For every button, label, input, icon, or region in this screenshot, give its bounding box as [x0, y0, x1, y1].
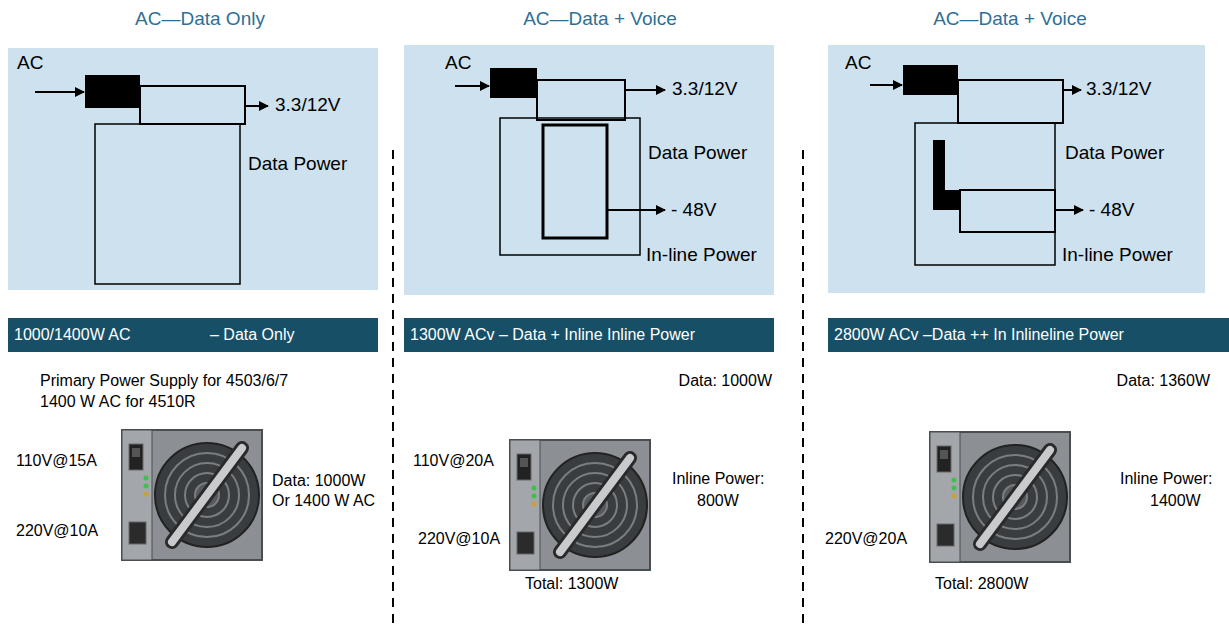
output-arrow: [607, 209, 665, 211]
panel-label: AC: [17, 52, 43, 74]
power-supply-picture: [930, 432, 1070, 562]
panel-ground: [828, 45, 1205, 293]
converter-box: [537, 80, 625, 120]
band-text: 2800W ACv –Data ++ In Inlineline Power: [834, 326, 1124, 344]
ac-inlet-block: [85, 75, 140, 108]
inline-converter-box: [543, 125, 607, 238]
model-band: 1000/1400W AC – Data Only: [8, 318, 378, 352]
panel-label: AC: [445, 52, 471, 74]
power-outline: [915, 123, 1055, 265]
input-arrow: [870, 84, 902, 86]
input-rating: 220V@10A: [16, 522, 98, 540]
inline-converter-box: [960, 190, 1055, 232]
output-rating: Data: 1360W: [1117, 372, 1210, 390]
output-arrow: [625, 89, 665, 91]
column-heading: AC—Data Only: [135, 8, 265, 30]
output-rating: Inline Power:: [672, 470, 765, 488]
ac-inlet-block: [490, 68, 537, 98]
input-rating: 110V@20A: [413, 452, 494, 470]
note-text: Primary Power Supply for 4503/6/7: [40, 372, 288, 390]
data-power-outline: [95, 124, 240, 284]
voltage-label: - 48V: [1089, 199, 1134, 221]
converter-box: [140, 86, 245, 124]
band-text: – Data Only: [210, 326, 294, 344]
output-rating: Data: 1000W: [272, 472, 365, 490]
output-arrow: [1063, 89, 1081, 91]
ac-inlet-block: [903, 65, 958, 95]
input-arrow: [455, 85, 489, 87]
column-heading: AC—Data + Voice: [523, 8, 677, 30]
power-supply-picture: [122, 430, 262, 560]
voltage-label: 3.3/12V: [1086, 78, 1152, 100]
output-rating: 800W: [697, 492, 739, 510]
part-label: In-line Power: [646, 244, 757, 266]
total-rating: Total: 2800W: [935, 575, 1028, 593]
power-supply-picture: [510, 440, 650, 570]
total-rating: Total: 1300W: [525, 575, 618, 593]
column-separator: [392, 150, 394, 624]
input-arrow: [35, 91, 84, 93]
panel-ground: [404, 45, 774, 295]
column-heading: AC—Data + Voice: [933, 8, 1087, 30]
output-rating: Inline Power:: [1120, 470, 1213, 488]
column-separator: [802, 150, 804, 624]
output-rating: 1400W: [1150, 492, 1201, 510]
input-rating: 220V@10A: [418, 530, 500, 548]
voltage-label: 3.3/12V: [672, 78, 738, 100]
model-band: 1300W ACv – Data + Inline Inline Power: [404, 318, 774, 352]
part-label: Data Power: [1065, 142, 1164, 164]
band-text: 1300W ACv – Data + Inline Inline Power: [410, 326, 695, 344]
note-text: 1400 W AC for 4510R: [40, 393, 196, 411]
model-band: 2800W ACv –Data ++ In Inlineline Power: [828, 318, 1229, 352]
part-label: In-line Power: [1062, 244, 1173, 266]
part-label: Data Power: [648, 142, 747, 164]
panel-ground: [8, 48, 378, 290]
power-outline: [500, 118, 640, 255]
converter-box: [958, 80, 1063, 123]
part-label: Data Power: [248, 153, 347, 175]
output-rating: Or 1400 W AC: [272, 492, 375, 510]
input-rating: 110V@15A: [16, 452, 97, 470]
output-arrow: [1055, 209, 1083, 211]
feed-bar: [933, 190, 960, 210]
panel-label: AC: [845, 52, 871, 74]
output-arrow: [245, 105, 268, 107]
output-rating: Data: 1000W: [679, 372, 772, 390]
voltage-label: 3.3/12V: [275, 94, 341, 116]
voltage-label: - 48V: [671, 199, 716, 221]
band-text: 1000/1400W AC: [14, 326, 131, 344]
input-rating: 220V@20A: [825, 530, 907, 548]
